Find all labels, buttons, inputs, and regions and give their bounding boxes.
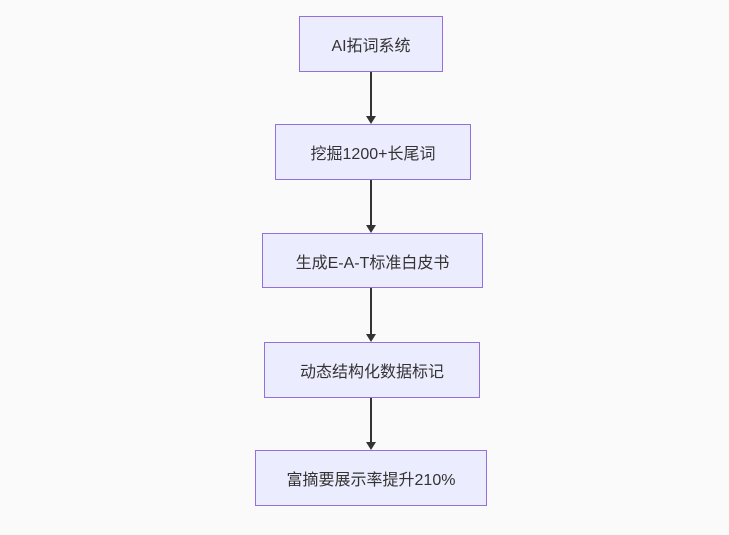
arrow-head-icon xyxy=(366,334,376,342)
node-rich-snippet-result: 富摘要展示率提升210% xyxy=(255,450,487,506)
arrow-head-icon xyxy=(366,225,376,233)
flow-arrow-line-4 xyxy=(370,398,372,443)
node-longtail-mining: 挖掘1200+长尾词 xyxy=(275,124,471,180)
flow-arrow-line-1 xyxy=(370,72,372,117)
node-label: 生成E-A-T标准白皮书 xyxy=(295,254,450,272)
node-eat-whitepaper: 生成E-A-T标准白皮书 xyxy=(262,233,483,288)
node-ai-expansion-system: AI拓词系统 xyxy=(299,16,443,72)
node-structured-data-markup: 动态结构化数据标记 xyxy=(264,342,480,398)
node-label: AI拓词系统 xyxy=(331,38,411,55)
node-label: 富摘要展示率提升210% xyxy=(286,472,456,489)
node-label: 动态结构化数据标记 xyxy=(299,364,444,381)
flow-arrow-line-3 xyxy=(370,288,372,335)
node-label: 挖掘1200+长尾词 xyxy=(310,146,436,163)
arrow-head-icon xyxy=(366,116,376,124)
flow-arrow-line-2 xyxy=(370,180,372,226)
arrow-head-icon xyxy=(366,442,376,450)
